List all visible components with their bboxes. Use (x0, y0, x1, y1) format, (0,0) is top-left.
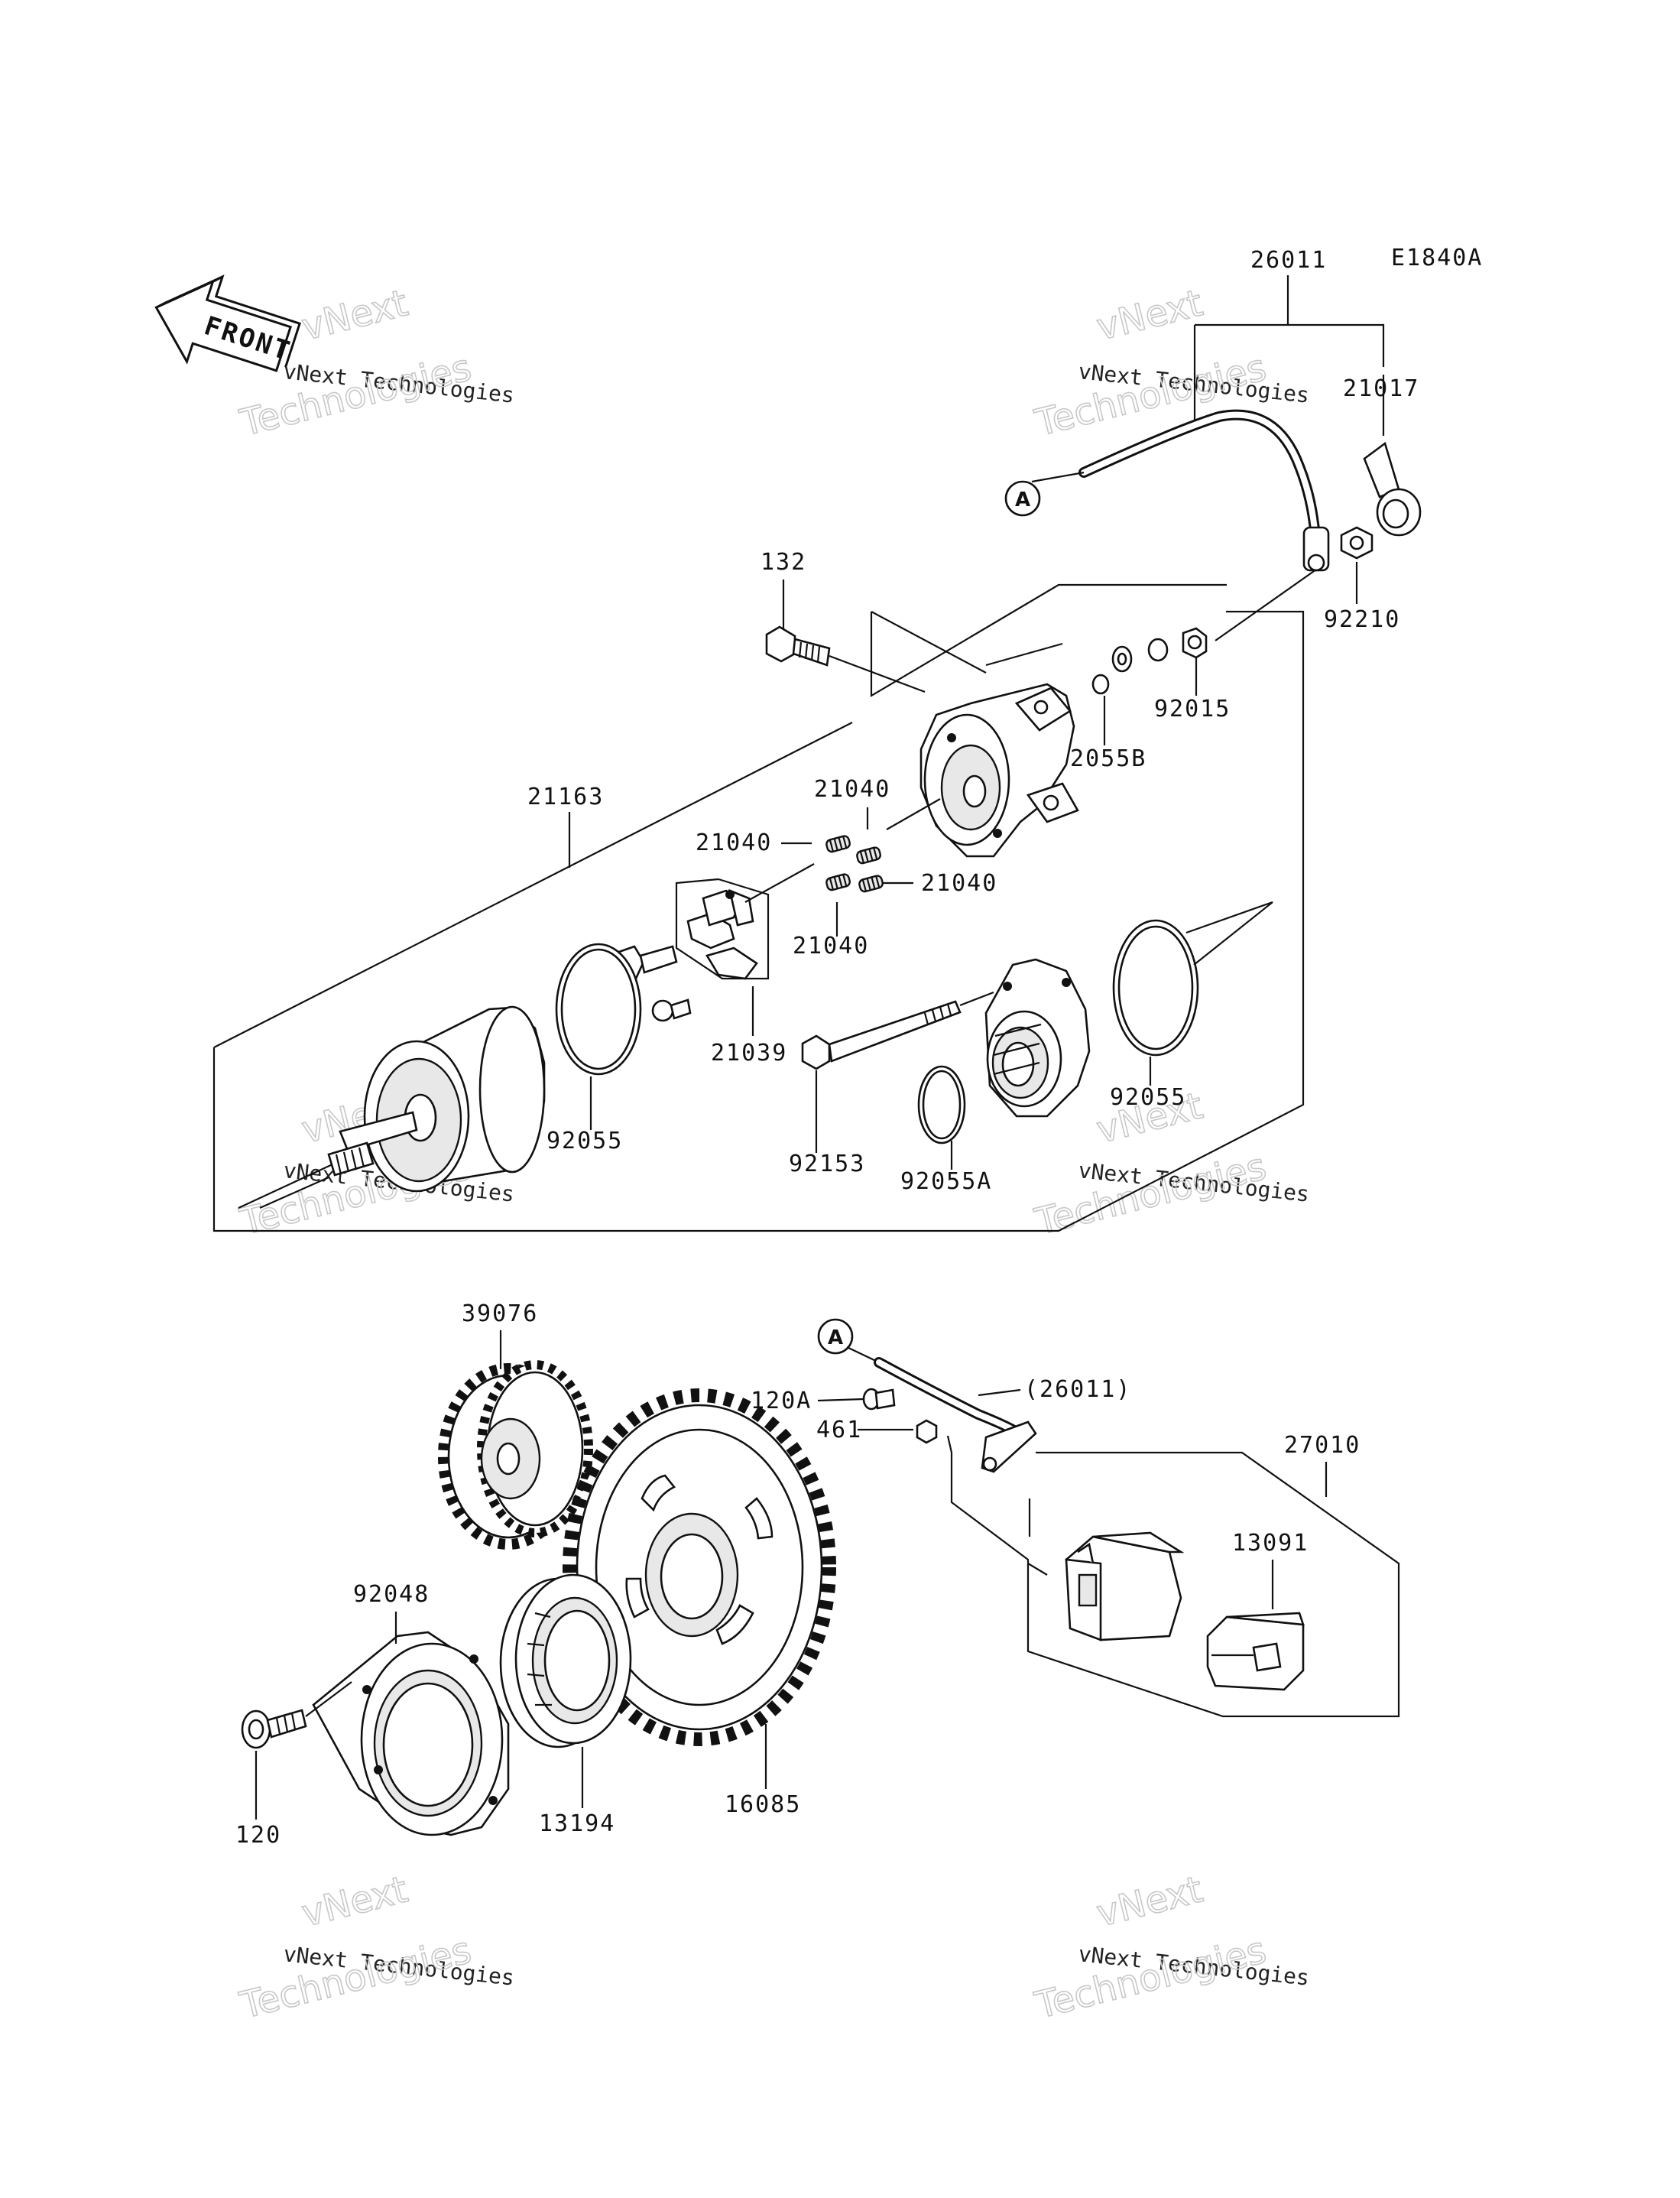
label-21040-a: 21040 (814, 776, 890, 803)
label-13091: 13091 (1232, 1530, 1309, 1557)
relay-group: A (26011) 120A 461 27010 (751, 1318, 1400, 1718)
gear-group: 39076 16085 (235, 1300, 836, 1849)
label-461: 461 (816, 1417, 862, 1443)
label-92210: 92210 (1324, 606, 1400, 633)
watermark-technologies: Technologies (1030, 346, 1270, 445)
label-27010: 27010 (1284, 1432, 1361, 1459)
label-132: 132 (761, 549, 806, 576)
connector-a-icon-lower (817, 1318, 854, 1355)
label-21163: 21163 (527, 784, 604, 810)
label-92015: 92015 (1154, 696, 1231, 722)
label-21040-d: 21040 (793, 933, 869, 959)
label-92055-left: 92055 (546, 1128, 623, 1154)
label-21040-b: 21040 (696, 830, 772, 856)
brush-screw-round (651, 998, 692, 1022)
through-bolt (801, 991, 994, 1070)
label-120A: 120A (751, 1388, 812, 1414)
bolt-120 (241, 1681, 352, 1749)
watermark-vnext: vNext (297, 1868, 412, 1935)
watermark-bottom-right: vNext vNext Technologies Technologies (1030, 1868, 1311, 2028)
watermark-vnext: vNext (1092, 281, 1207, 349)
starter-front-housing (984, 958, 1091, 1118)
connector-a-label: A (1015, 489, 1030, 511)
watermark-vnext: vNext (297, 281, 412, 349)
front-arrow-icon: FRONT (154, 274, 301, 372)
label-92055A: 92055A (900, 1168, 992, 1195)
starter-motor-group: 21163 132 92015 92055B (212, 549, 1317, 1232)
one-way-clutch (499, 1573, 632, 1748)
cable-assembly: 26011 21017 92210 A (1004, 247, 1422, 633)
label-21017: 21017 (1343, 375, 1419, 402)
brush-springs (825, 835, 884, 893)
idle-gear (438, 1360, 593, 1550)
label-13194: 13194 (539, 1810, 615, 1837)
label-21040-c: 21040 (921, 870, 997, 897)
starter-motor-body (238, 1005, 546, 1209)
brush-holder (675, 878, 770, 980)
starter-end-cover (919, 683, 1079, 858)
connector-a-label-lower: A (828, 1326, 843, 1349)
label-16085: 16085 (725, 1791, 801, 1818)
watermark-technologies: Technologies (1030, 1929, 1270, 2028)
starter-relay (1065, 1531, 1185, 1641)
watermark-bottom-left: vNext vNext Technologies Technologies (235, 1868, 516, 2028)
label-26011-ref: (26011) (1024, 1376, 1131, 1403)
label-26011: 26011 (1250, 247, 1327, 274)
bolt-120A (862, 1388, 896, 1411)
bolt-132 (765, 625, 926, 693)
diagram-code: E1840A (1391, 245, 1483, 271)
label-120: 120 (235, 1822, 281, 1849)
connector-a-icon (1004, 480, 1041, 517)
label-21039: 21039 (711, 1040, 787, 1067)
watermark-technologies: Technologies (1030, 1145, 1270, 1244)
label-39076: 39076 (462, 1300, 538, 1327)
relay-cover (1206, 1612, 1305, 1691)
watermark-vnext: vNext (1092, 1868, 1207, 1935)
label-92153: 92153 (789, 1151, 865, 1177)
label-92055-right: 92055 (1110, 1084, 1186, 1111)
label-92048: 92048 (353, 1581, 430, 1608)
starter-clutch-gear (563, 1388, 836, 1746)
clutch-housing (312, 1631, 510, 1836)
watermark-technologies: Technologies (235, 1929, 475, 2028)
